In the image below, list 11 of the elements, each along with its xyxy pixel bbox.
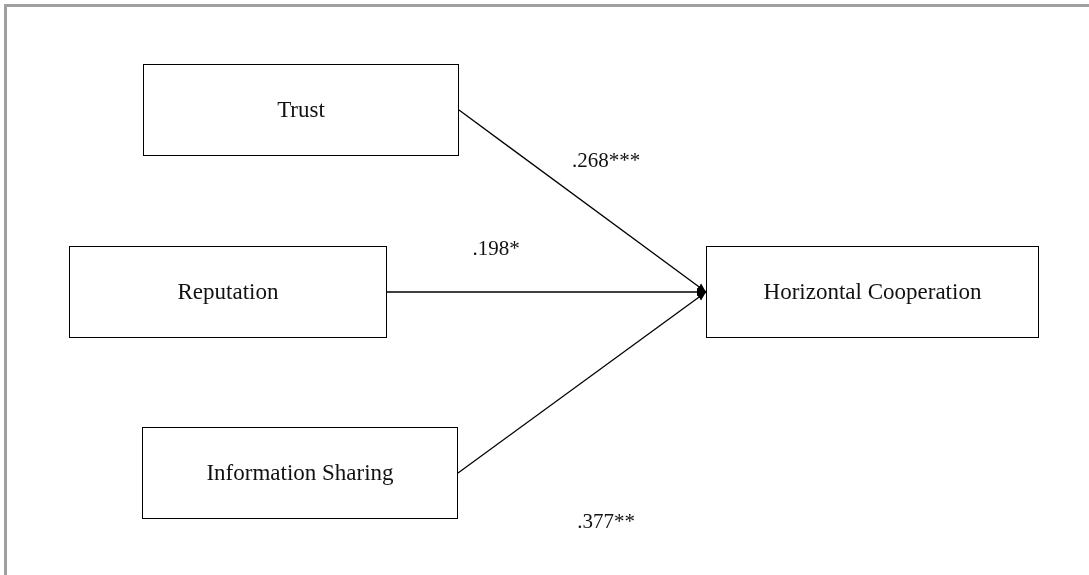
arrow bbox=[457, 291, 707, 474]
construct-label: Reputation bbox=[177, 279, 279, 305]
construct-label: Horizontal Cooperation bbox=[763, 279, 982, 305]
construct-box bbox=[706, 246, 1039, 338]
construct-label: Trust bbox=[277, 97, 325, 123]
construct-box bbox=[142, 427, 458, 519]
arrow bbox=[458, 109, 707, 293]
construct-box bbox=[143, 64, 459, 156]
construct-label: Information Sharing bbox=[206, 460, 394, 486]
arrow bbox=[386, 288, 707, 296]
construct-box bbox=[69, 246, 387, 338]
